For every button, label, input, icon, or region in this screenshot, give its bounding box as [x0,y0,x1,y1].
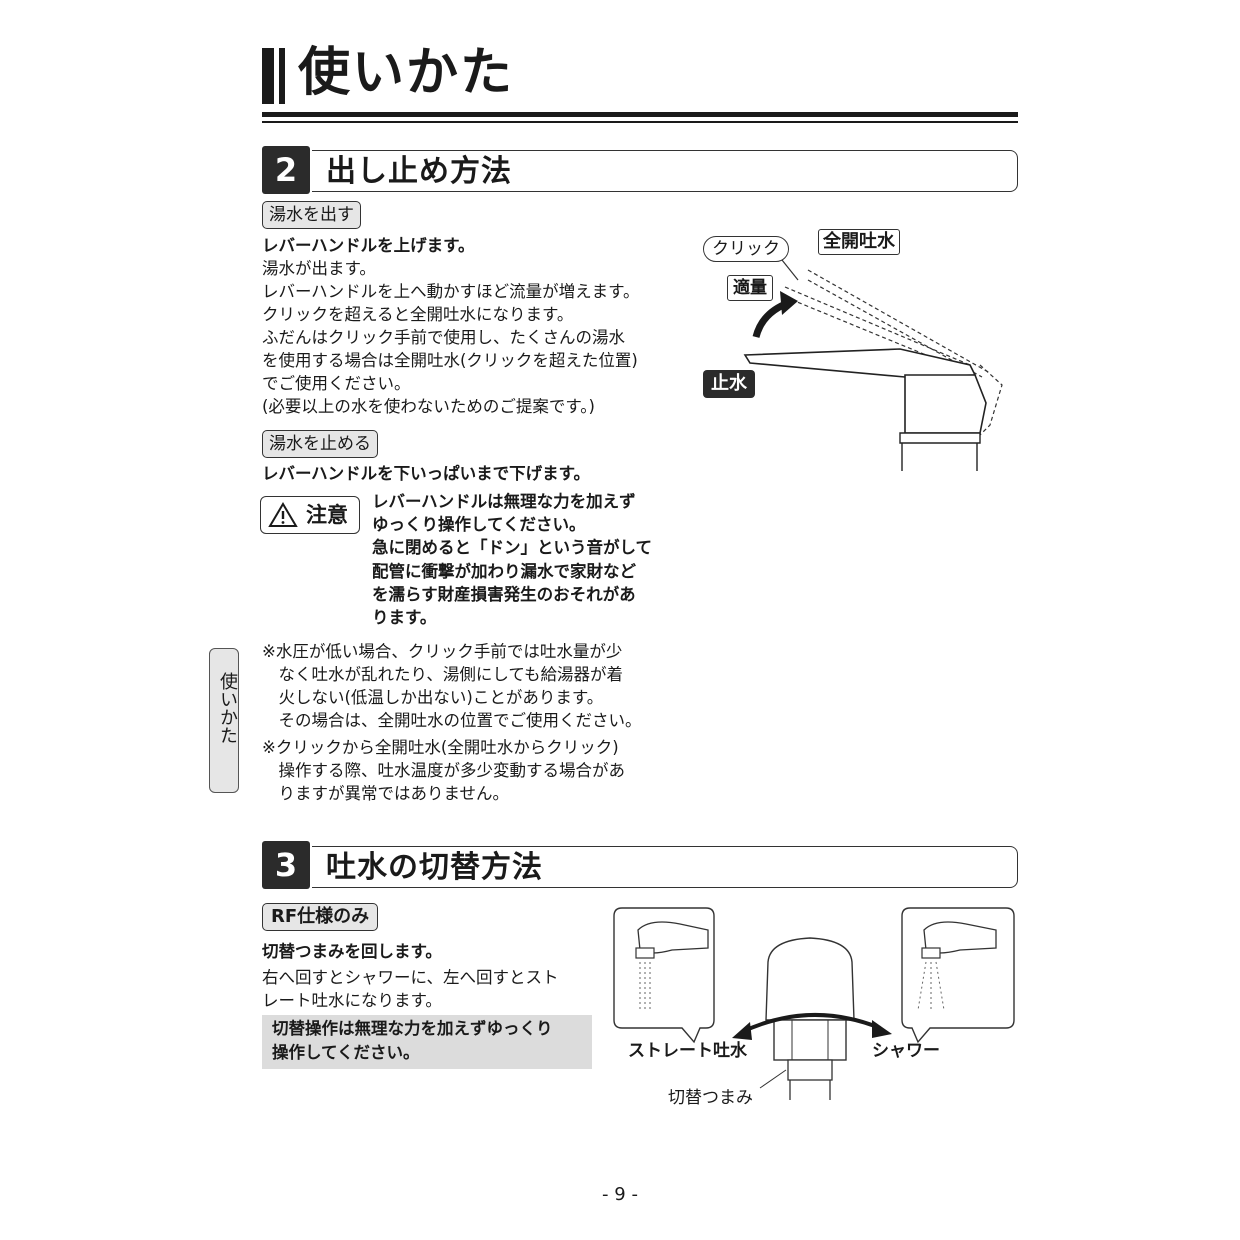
lever-faucet-illustration [743,254,1003,471]
open-line-4: クリックを超えると全開吐水になります。 [262,305,574,324]
open-line-5: ふだんはクリック手前で使用し、たくさんの湯水 [262,328,625,347]
open-line-6: を使用する場合は全開吐水(クリックを超えた位置) [262,351,638,370]
title-bars-decoration [262,48,290,104]
section-2-title: 出し止め方法 [326,154,512,189]
note-line-7: りますが異常ではありません。 [262,784,510,803]
switch-caution-text: 切替操作は無理な力を加えずゆっくり 操作してください。 [272,1017,553,1065]
caution-line-2: ゆっくり操作してください。 [372,515,586,535]
note-line-5: ※クリックから全開吐水(全開吐水からクリック) [262,738,619,757]
stop-label: 止水 [703,370,755,398]
shower-label: シャワー [872,1041,940,1061]
click-label: クリック [703,236,789,262]
caution-line-1: レバーハンドルは無理な力を加えず [372,492,636,511]
page-number: - 9 - [602,1184,638,1205]
note-line-4: その場合は、全開吐水の位置でご使用ください。 [262,711,642,730]
side-tab [209,648,239,793]
note-line-1: ※水圧が低い場合、クリック手前では吐水量が少 [262,642,623,661]
open-line-2: 湯水が出ます。 [262,259,376,278]
switch-knob-illustration [613,907,1015,1100]
proper-amount-label: 適量 [727,275,773,301]
warning-icon [268,502,298,527]
note-line-2: なく吐水が乱れたり、湯側にしても給湯器が着 [262,665,624,684]
open-line-7: でご使用ください。 [262,374,411,393]
section-2-header-frame [312,150,1018,192]
page-title: 使いかた [298,43,515,103]
close-line: レバーハンドルを下いっぱいまで下げます。 [262,464,591,483]
caution-text: レバーハンドルは無理な力を加えず ゆっくり操作してください。 急に閉めると「ドン… [372,490,652,629]
title-rule [262,112,1018,117]
caution-line-3: 急に閉めると「ドン」という音がして [372,538,653,558]
section-3-header-frame [312,846,1018,888]
full-open-label: 全開吐水 [818,229,900,255]
side-tab-label: 使いかた [217,672,238,744]
caution-line-4: 配管に衝撃が加わり漏水で家財など [372,561,636,581]
caution-label: 注意 [306,503,348,527]
tag-open-water: 湯水を出す [262,201,361,229]
section-3-title: 吐水の切替方法 [326,850,543,885]
open-line-3: レバーハンドルを上へ動かすほど流量が増えます。 [262,282,640,301]
section-2-number: 2 [262,146,310,194]
switch-caution-line-2: 操作してください。 [272,1043,420,1062]
tag-close-water: 湯水を止める [262,430,378,458]
switch-line-3: レート吐水になります。 [262,991,442,1010]
switch-line-1: 切替つまみを回します。 [262,942,442,961]
switch-line-2: 右へ回すとシャワーに、左へ回すとスト [262,968,559,987]
switch-caution-line-1: 切替操作は無理な力を加えずゆっくり [272,1019,553,1038]
caution-line-5: を濡らす財産損害発生のおそれがあ [372,584,636,604]
title-rule-thin [262,121,1018,123]
tag-rf-only: RF仕様のみ [262,903,379,931]
section-3-number: 3 [262,841,310,889]
switch-caution-box [262,1015,592,1069]
knob-label: 切替つまみ [668,1088,753,1108]
note-line-3: 火しない(低温しか出ない)ことがあります。 [262,688,604,707]
open-line-1: レバーハンドルを上げます。 [262,236,475,255]
open-line-8: (必要以上の水を使わないためのご提案です。) [262,397,595,416]
straight-label: ストレート吐水 [628,1041,747,1061]
caution-box [260,496,360,534]
caution-line-6: ります。 [372,608,437,628]
note-line-6: 操作する際、吐水温度が多少変動する場合があ [262,761,626,780]
